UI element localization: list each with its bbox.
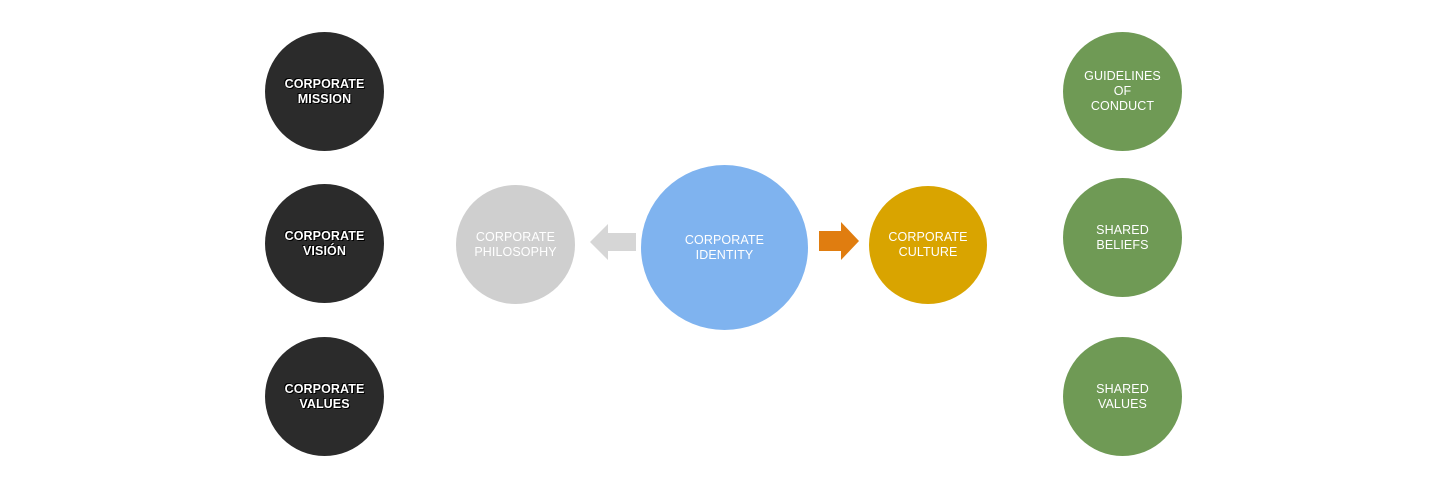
corporate-identity-node: CORPORATE IDENTITY bbox=[641, 165, 808, 330]
corporate-mission-node: CORPORATE MISSION bbox=[265, 32, 384, 151]
corporate-philosophy-node: CORPORATE PHILOSOPHY bbox=[456, 185, 575, 304]
corporate-values-label: CORPORATE VALUES bbox=[284, 381, 365, 411]
arrow-left-icon bbox=[590, 224, 636, 260]
guidelines-of-conduct-node: GUIDELINES OF CONDUCT bbox=[1063, 32, 1182, 151]
corporate-mission-label: CORPORATE MISSION bbox=[284, 76, 365, 106]
corporate-culture-node: CORPORATE CULTURE bbox=[869, 186, 987, 304]
shared-beliefs-label: SHARED BELIEFS bbox=[1096, 222, 1149, 252]
arrow-right-icon bbox=[819, 222, 859, 260]
corporate-vision-label: CORPORATE VISIÓN bbox=[284, 228, 365, 258]
shared-beliefs-node: SHARED BELIEFS bbox=[1063, 178, 1182, 297]
corporate-identity-label: CORPORATE IDENTITY bbox=[684, 232, 765, 262]
corporate-philosophy-label: CORPORATE PHILOSOPHY bbox=[474, 229, 557, 259]
shared-values-label: SHARED VALUES bbox=[1096, 381, 1149, 411]
corporate-values-node: CORPORATE VALUES bbox=[265, 337, 384, 456]
shared-values-node: SHARED VALUES bbox=[1063, 337, 1182, 456]
corporate-vision-node: CORPORATE VISIÓN bbox=[265, 184, 384, 303]
guidelines-of-conduct-label: GUIDELINES OF CONDUCT bbox=[1084, 69, 1161, 113]
corporate-culture-label: CORPORATE CULTURE bbox=[888, 230, 968, 259]
